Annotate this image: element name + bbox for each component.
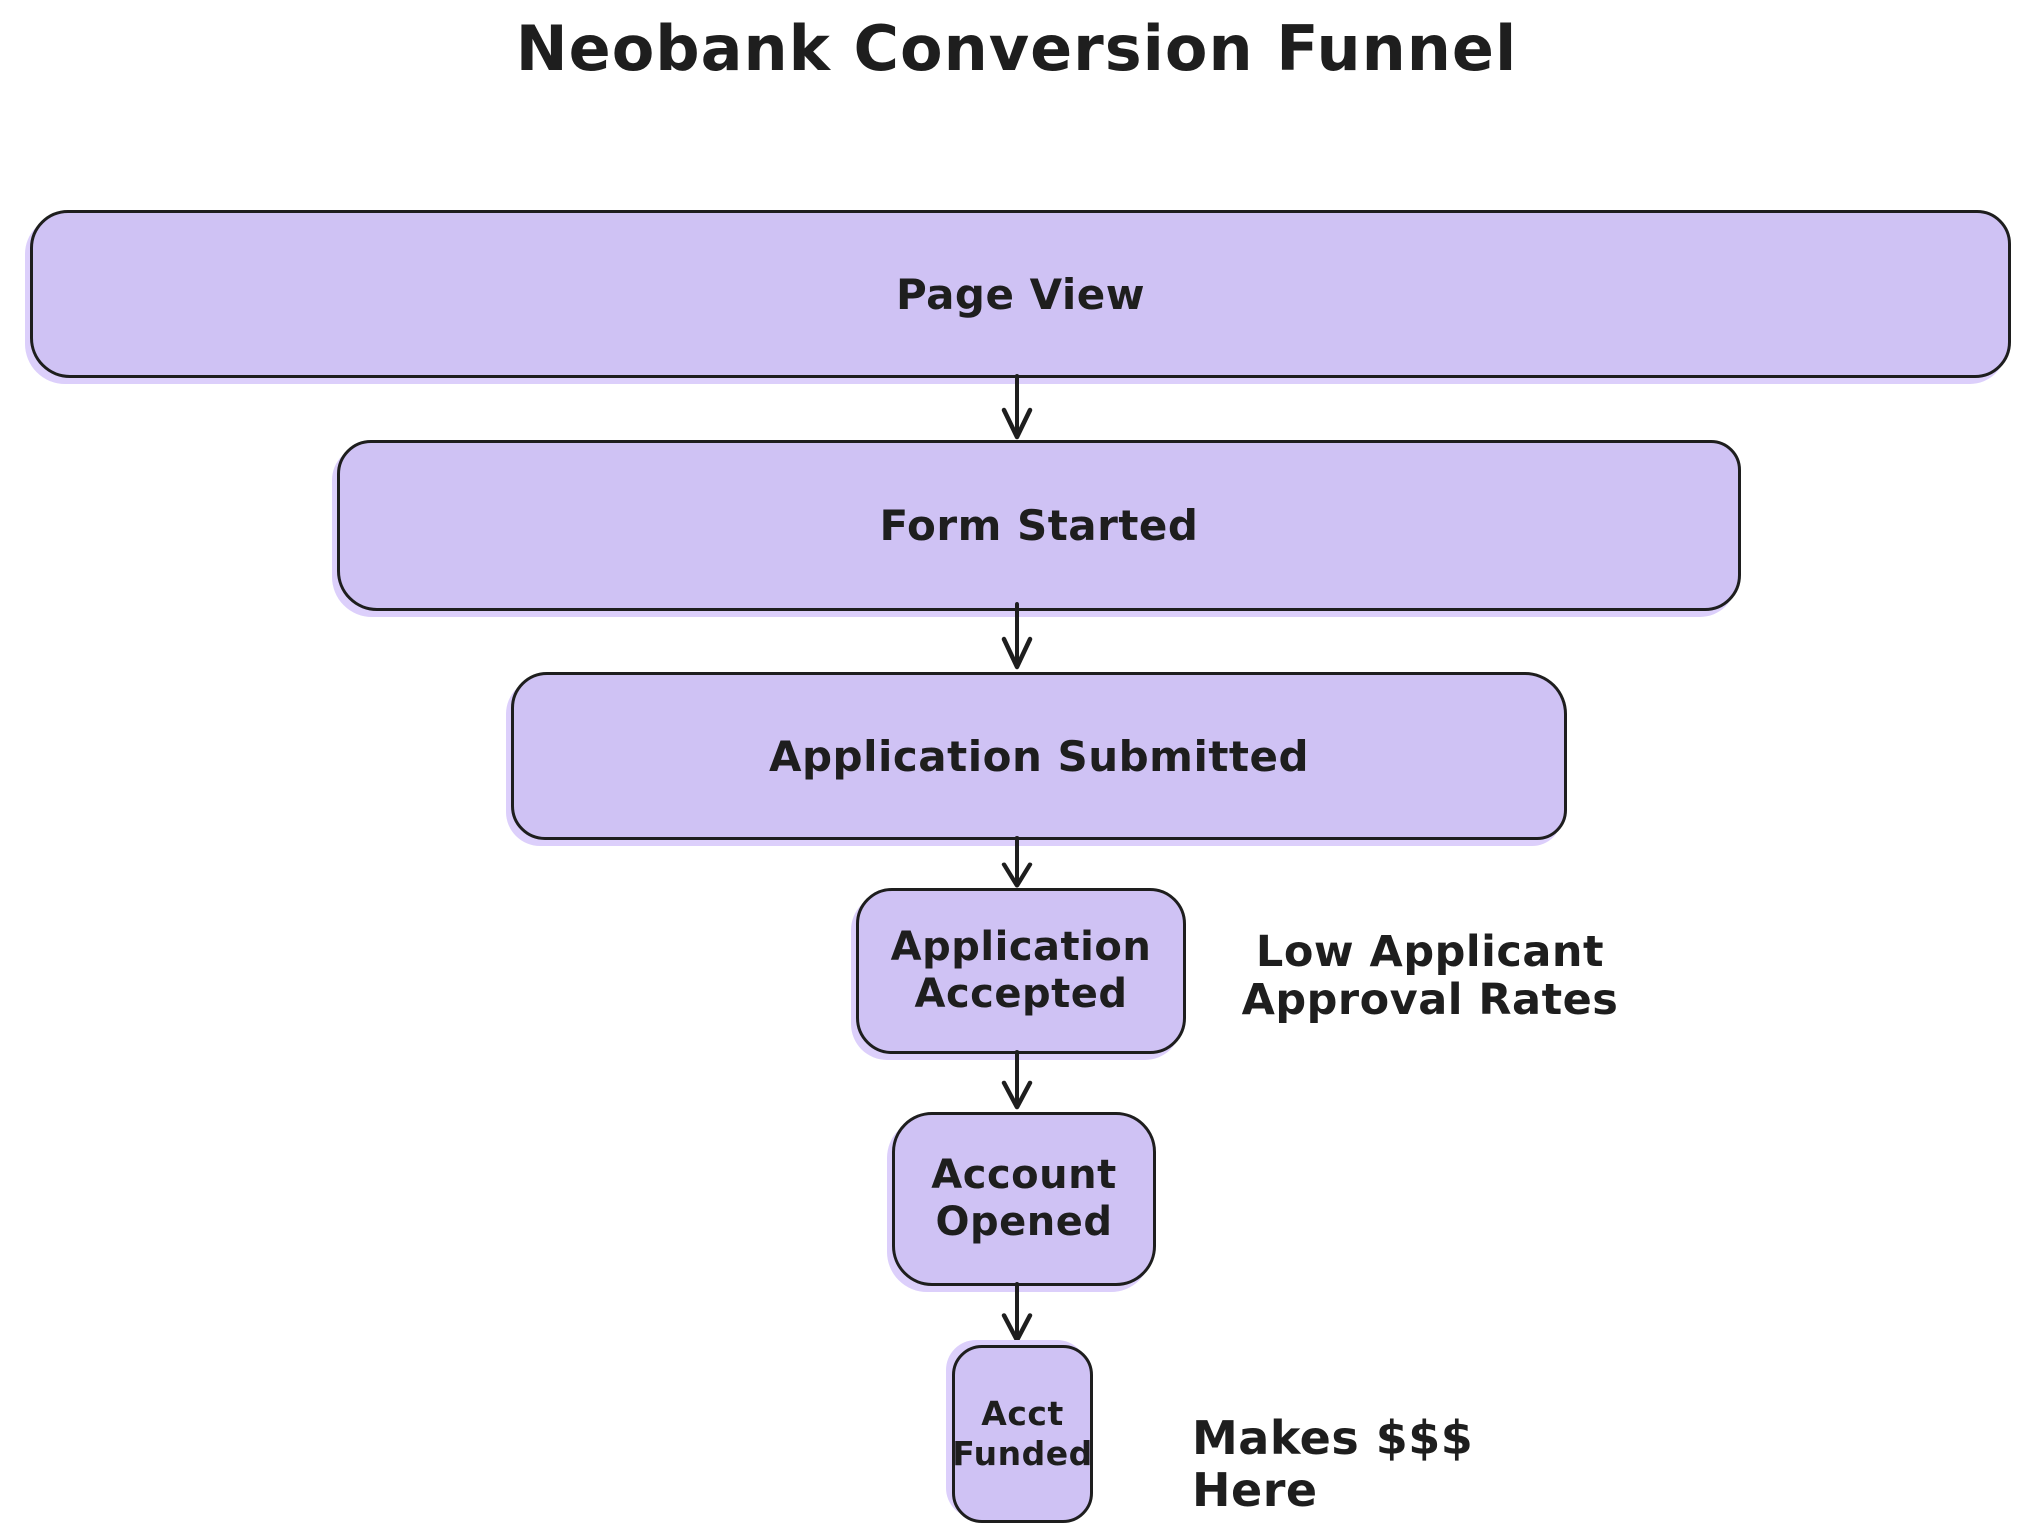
annotation-line: Makes $$$ Here [1192,1411,1474,1517]
stage-label: Form Started [879,501,1199,550]
funnel-stage-account-opened: Account Opened [892,1112,1156,1286]
diagram-title: Neobank Conversion Funnel [515,12,1518,85]
annotation-makes-money-here: Makes $$$ Here [1192,1412,1612,1516]
funnel-stage-acct-funded: Acct Funded [952,1345,1093,1523]
stage-label: Application Accepted [890,923,1152,1017]
funnel-stage-page-view: Page View [30,210,2011,378]
down-arrow-icon [1001,836,1033,888]
funnel-stage-application-submitted: Application Submitted [511,672,1567,840]
down-arrow-icon [1001,602,1033,670]
stage-label: Acct Funded [952,1394,1093,1473]
stage-label: Account Opened [931,1151,1117,1245]
funnel-stage-form-started: Form Started [337,440,1741,611]
annotation-line: Approval Rates [1241,975,1619,1026]
down-arrow-icon [1001,374,1033,440]
down-arrow-icon [1001,1282,1033,1343]
stage-label: Application Submitted [768,731,1310,781]
down-arrow-icon [1001,1050,1033,1110]
funnel-stage-application-accepted: Application Accepted [856,888,1186,1054]
annotation-line: Low Applicant [1255,927,1605,977]
stage-label: Page View [895,269,1146,319]
annotation-low-approval-rates: Low Applicant Approval Rates [1240,928,1620,1024]
